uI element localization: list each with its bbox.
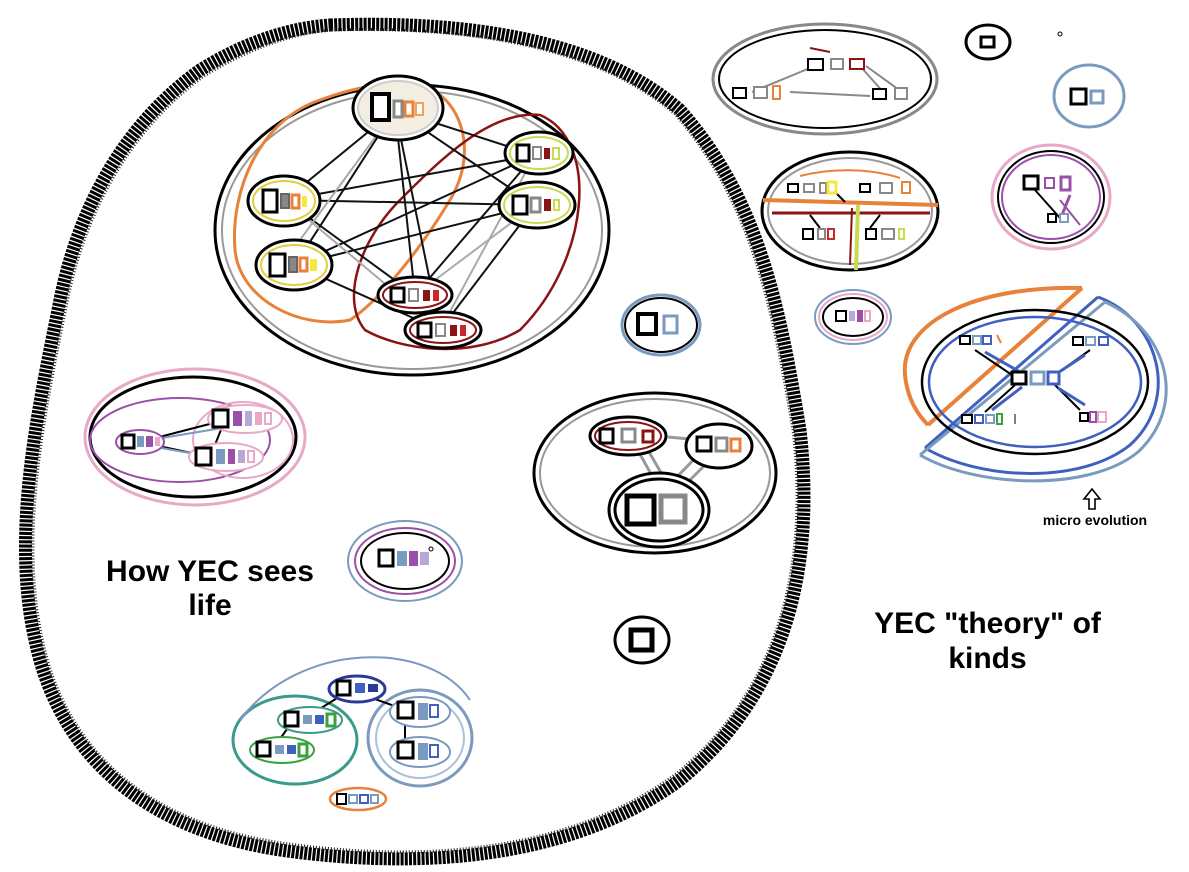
large-cluster <box>213 74 611 377</box>
navy-node <box>327 674 387 704</box>
up-arrow-icon <box>1082 487 1102 510</box>
node-top <box>351 74 445 142</box>
micro-evolution-label: micro evolution <box>1042 512 1148 528</box>
kind-steel-right <box>1052 63 1126 129</box>
triangle-cluster <box>532 391 778 555</box>
triangle-node-orange <box>684 422 754 470</box>
pink-cluster <box>83 367 307 507</box>
triangle-node-big <box>607 471 711 549</box>
steel-node-a <box>389 696 451 728</box>
pink-node-a <box>115 429 165 455</box>
kinds-top-gray <box>711 22 939 136</box>
life-boundary <box>19 17 811 866</box>
lavender-cluster <box>347 520 463 602</box>
kind-tiny-top <box>964 23 1063 61</box>
green-node-a <box>277 706 343 734</box>
node-right-1 <box>503 130 575 176</box>
node-bottom-2 <box>403 310 483 350</box>
node-left-2 <box>254 238 334 292</box>
kinds-caption-line1: YEC "theory" of <box>874 607 1101 640</box>
orange-node <box>328 786 388 812</box>
kind-small-mixed <box>814 289 892 345</box>
pink-node-b <box>207 404 283 434</box>
node-bottom-1 <box>376 275 454 315</box>
steel-node-b <box>389 736 451 768</box>
blue-green-cluster <box>231 656 474 812</box>
kind-black-small <box>613 615 671 665</box>
pink-node-c <box>188 442 264 472</box>
life-caption-line1: How YEC sees <box>106 555 314 588</box>
node-right-2 <box>497 180 577 230</box>
kinds-split-cluster <box>760 150 940 272</box>
life-caption: How YEC sees life <box>95 555 325 623</box>
kind-purple-right <box>990 143 1112 251</box>
green-node-b <box>249 736 315 764</box>
kinds-caption: YEC "theory" of kinds <box>860 606 1115 676</box>
kind-steel-mid <box>620 293 702 357</box>
kinds-micro-cluster <box>902 285 1168 483</box>
life-caption-line2: life <box>188 589 232 622</box>
triangle-node-red <box>588 415 668 457</box>
kinds-caption-line2: kinds <box>948 642 1027 675</box>
node-left-1 <box>246 174 322 228</box>
